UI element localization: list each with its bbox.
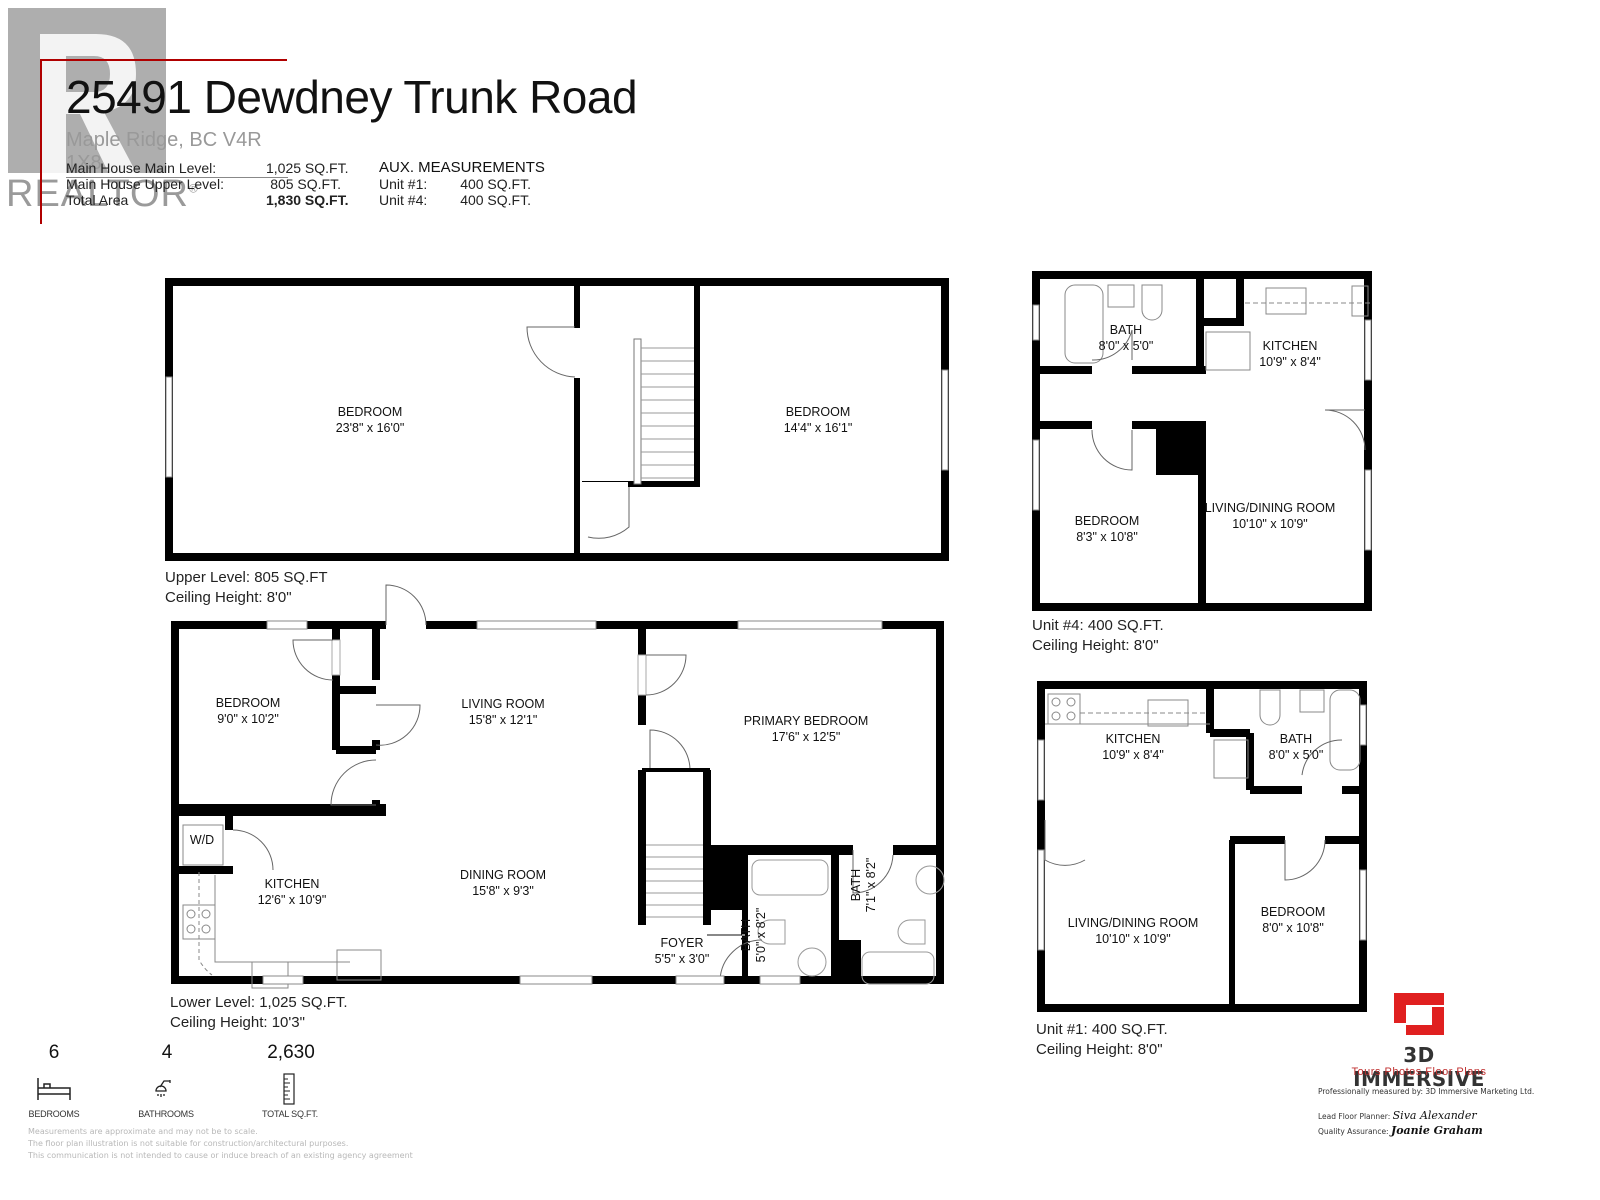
bathrooms-label: BATHROOMS xyxy=(138,1109,194,1119)
ruler-icon xyxy=(283,1073,295,1105)
room-name: BEDROOM xyxy=(338,405,403,419)
bathrooms-count: 4 xyxy=(161,1042,173,1063)
brand-name: 3D IMMERSIVE xyxy=(1353,1043,1485,1091)
room-dims: 10'9" x 8'4" xyxy=(1102,748,1164,762)
room-dims: 10'10" x 10'9" xyxy=(1232,517,1308,531)
total-sqft-count: 2,630 xyxy=(267,1042,315,1063)
unit4-caption: Unit #4: 400 SQ.FT. Ceiling Height: 8'0" xyxy=(1032,617,1164,654)
room-dims: 8'3" x 10'8" xyxy=(1076,530,1138,544)
bed-icon xyxy=(37,1078,71,1100)
bedrooms-count: 6 xyxy=(48,1042,60,1063)
room-dims: 7'1" x 8'2" xyxy=(864,858,878,913)
aux-unit4: Unit #4:400 SQ.FT. xyxy=(379,192,531,208)
property-city: Maple Ridge, BC V4R 1X8 xyxy=(66,129,288,178)
room-name: W/D xyxy=(190,833,214,847)
room-dims: 15'8" x 9'3" xyxy=(472,884,534,898)
room-name: BATH xyxy=(1280,732,1312,746)
room-name: FOYER xyxy=(660,936,703,950)
room-name: BEDROOM xyxy=(786,405,851,419)
accent-line-vertical xyxy=(40,59,42,224)
room-dims: 15'8" x 12'1" xyxy=(469,713,538,727)
room-name: PRIMARY BEDROOM xyxy=(744,714,869,728)
realtor-watermark xyxy=(8,8,166,176)
lower-level-plan xyxy=(171,584,945,989)
stat-upper-level: Main House Upper Level:805 SQ.FT. xyxy=(66,176,341,192)
room-name: DINING ROOM xyxy=(460,868,546,882)
room-dims: 10'10" x 10'9" xyxy=(1095,932,1171,946)
upper-level-plan xyxy=(165,278,949,561)
shower-icon xyxy=(155,1080,171,1097)
room-dims: 10'9" x 8'4" xyxy=(1259,355,1321,369)
measured-by: Professionally measured by: 3D Immersive… xyxy=(1318,1087,1535,1096)
room-name: BATH xyxy=(1110,323,1142,337)
stat-main-level: Main House Main Level:1,025 SQ.FT. xyxy=(66,160,349,176)
area-stats: Main House Main Level:1,025 SQ.FT. Main … xyxy=(66,160,349,208)
brand-tagline: Tours Photos Floor Plans xyxy=(1351,1066,1487,1078)
aux-unit1: Unit #1:400 SQ.FT. xyxy=(379,176,531,192)
room-name: KITCHEN xyxy=(1106,732,1161,746)
room-name: BEDROOM xyxy=(216,696,281,710)
room-name: KITCHEN xyxy=(265,877,320,891)
aux-measurements: AUX. MEASUREMENTS Unit #1:400 SQ.FT. Uni… xyxy=(379,159,545,208)
room-dims: 14'4" x 16'1" xyxy=(784,421,853,435)
room-dims: 5'0" x 8'2" xyxy=(754,908,768,963)
lead-planner-signature: Siva Alexander xyxy=(1392,1109,1477,1122)
unit4-plan xyxy=(1032,271,1372,611)
room-dims: 8'0" x 5'0" xyxy=(1099,339,1154,353)
property-address-title: 25491 Dewdney Trunk Road xyxy=(66,71,638,123)
room-name: BATH xyxy=(739,919,753,951)
room-name: LIVING/DINING ROOM xyxy=(1068,916,1199,930)
realtor-r-icon xyxy=(40,34,138,176)
unit1-plan xyxy=(1037,681,1367,1012)
room-name: BEDROOM xyxy=(1261,905,1326,919)
lead-planner: Lead Floor Planner: Siva Alexander xyxy=(1318,1109,1477,1122)
upper-level-caption: Upper Level: 805 SQ.FT Ceiling Height: 8… xyxy=(165,569,328,606)
room-dims: 8'0" x 5'0" xyxy=(1269,748,1324,762)
room-name: LIVING ROOM xyxy=(461,697,544,711)
aux-title: AUX. MEASUREMENTS xyxy=(379,159,545,176)
room-name: KITCHEN xyxy=(1263,339,1318,353)
room-dims: 5'5" x 3'0" xyxy=(655,952,710,966)
lower-level-caption: Lower Level: 1,025 SQ.FT. Ceiling Height… xyxy=(170,994,348,1031)
bedrooms-label: BEDROOMS xyxy=(28,1109,80,1119)
room-name: LIVING/DINING ROOM xyxy=(1205,501,1336,515)
room-name: BATH xyxy=(849,869,863,901)
3d-immersive-logo-icon xyxy=(1394,993,1444,1035)
room-dims: 9'0" x 10'2" xyxy=(217,712,279,726)
room-dims: 17'6" x 12'5" xyxy=(772,730,841,744)
quality-assurance: Quality Assurance: Joanie Graham xyxy=(1318,1124,1483,1137)
room-name: BEDROOM xyxy=(1075,514,1140,528)
realtor-text: REALTOR® xyxy=(6,173,199,215)
total-sqft-label: TOTAL SQ.FT. xyxy=(262,1109,318,1119)
qa-signature: Joanie Graham xyxy=(1390,1124,1483,1137)
disclaimer: Measurements are approximate and may not… xyxy=(28,1127,413,1160)
room-dims: 23'8" x 16'0" xyxy=(336,421,405,435)
unit1-caption: Unit #1: 400 SQ.FT. Ceiling Height: 8'0" xyxy=(1036,1021,1168,1058)
room-dims: 12'6" x 10'9" xyxy=(258,893,327,907)
room-dims: 8'0" x 10'8" xyxy=(1262,921,1324,935)
accent-line-horizontal xyxy=(40,59,287,61)
